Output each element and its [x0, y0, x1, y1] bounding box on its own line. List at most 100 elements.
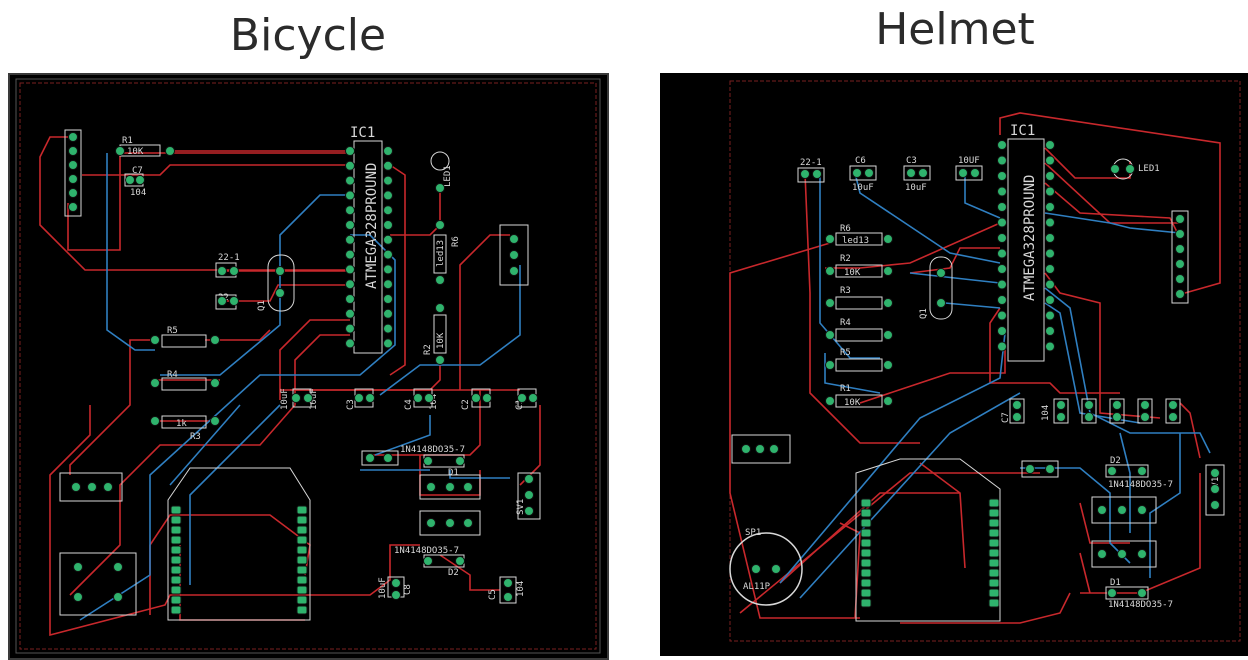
helmet-bluetooth-module — [855, 458, 1001, 622]
bicycle-header-pad — [68, 174, 78, 184]
helmet-header-pad — [1175, 229, 1185, 239]
helmet-c3-label: C3 — [906, 156, 917, 166]
helmet-r5-label: R5 — [840, 348, 851, 358]
bicycle-c5 — [499, 576, 517, 604]
helmet-component-pad — [1084, 412, 1094, 422]
bicycle-module-pad — [170, 555, 182, 565]
helmet-ic1-pad — [1045, 341, 1055, 352]
helmet-module-pad — [860, 518, 872, 528]
bicycle-c7-value: 104 — [130, 188, 146, 198]
bicycle-component-pad — [463, 482, 473, 492]
helmet-q1-label: Q1 — [919, 308, 929, 319]
helmet-c3-value: 10uF — [905, 183, 927, 193]
helmet-ic1-pad — [1045, 217, 1055, 228]
helmet-sp1-label: SP1 — [745, 528, 761, 538]
bicycle-c5-value: 104 — [516, 581, 526, 597]
helmet-component-pad — [751, 564, 761, 574]
bicycle-header-pad — [68, 202, 78, 212]
bicycle-component-pad — [217, 266, 227, 276]
bicycle-component-pad — [435, 303, 445, 313]
helmet-ic1-pad — [1045, 140, 1055, 150]
bicycle-led1-label: LED1 — [443, 165, 453, 187]
bicycle-ic1-pad — [383, 146, 393, 156]
bicycle-r4-label: R4 — [167, 370, 178, 380]
bicycle-module-pad — [170, 585, 182, 595]
bicycle-c8-value: 10uF — [378, 577, 388, 599]
bicycle-component-pad — [435, 183, 445, 193]
helmet-component-pad — [1012, 412, 1022, 422]
helmet-c-row-2 — [1081, 398, 1097, 424]
helmet-c-row-4 — [1137, 398, 1153, 424]
helmet-ic1-pad — [997, 310, 1007, 321]
bicycle-ic1-pad — [383, 294, 393, 304]
bicycle-component-pad — [524, 506, 534, 516]
helmet-r6-value: led13 — [842, 236, 869, 246]
helmet-led1-label: LED1 — [1138, 164, 1160, 174]
bicycle-d1-label: D1 — [448, 468, 459, 478]
bicycle-ic1-pad — [383, 279, 393, 290]
bicycle-module-pad — [296, 585, 308, 595]
bicycle-module-pad — [296, 565, 308, 575]
helmet-component-pad — [1117, 505, 1127, 515]
helmet-ic1-pad — [997, 295, 1007, 305]
helmet-module-pad — [988, 528, 1000, 538]
bicycle-ic1-pad — [345, 234, 355, 245]
bicycle-r1-label: R1 — [122, 136, 133, 146]
bicycle-ic1-pad — [383, 338, 393, 349]
bicycle-c4-value: 104 — [429, 394, 439, 410]
bicycle-component-pad — [115, 146, 125, 156]
bicycle-component-pad — [275, 266, 285, 276]
helmet-c7 — [1009, 398, 1025, 424]
helmet-module-pad — [988, 508, 1000, 518]
bicycle-module-pad — [170, 595, 182, 605]
helmet-component-pad — [1107, 466, 1117, 476]
helmet-component-pad — [1112, 400, 1122, 410]
bicycle-header-pad — [68, 160, 78, 170]
bicycle-header-pad — [68, 146, 78, 156]
helmet-component-pad — [741, 444, 751, 454]
helmet-component-pad — [1110, 164, 1120, 174]
bicycle-component-pad — [73, 592, 83, 602]
bicycle-r3-value: 1k — [176, 419, 187, 429]
helmet-component-pad — [970, 168, 980, 178]
helmet-module-pad — [860, 538, 872, 548]
bicycle-component-pad — [210, 335, 220, 345]
helmet-module-pad — [988, 568, 1000, 578]
helmet-c7-label: C7 — [1001, 412, 1011, 423]
bicycle-component-pad — [103, 482, 113, 492]
bicycle-sv1-label: SV1 — [516, 499, 526, 515]
bicycle-c22-1-label: 22-1 — [218, 253, 240, 263]
bicycle-component-pad — [291, 393, 301, 403]
helmet-component-pad — [1140, 412, 1150, 422]
helmet-ic1-pad — [997, 155, 1007, 166]
bicycle-module-pad — [170, 535, 182, 545]
helmet-component-pad — [1025, 464, 1035, 474]
bicycle-regulator-u1 — [419, 474, 481, 500]
bicycle-title: Bicycle — [229, 10, 387, 61]
helmet-component-pad — [883, 298, 893, 308]
bicycle-component-pad — [303, 393, 313, 403]
helmet-component-pad — [883, 234, 893, 244]
helmet-buzzer-part: AL11P — [743, 582, 771, 592]
bicycle-r2-value: 10K — [436, 332, 446, 349]
bicycle-component-pad — [391, 578, 401, 588]
helmet-ic1-pad — [997, 202, 1007, 212]
bicycle-component-pad — [71, 482, 81, 492]
bicycle-module-pad — [296, 575, 308, 585]
bicycle-ic1-pad — [383, 160, 393, 171]
bicycle-pcb-board: IC1 ATMEGA328PROUND R1 10K C7 104 LED1 l… — [8, 73, 609, 660]
helmet-ic1-pad — [997, 326, 1007, 336]
helmet-component-pad — [1045, 464, 1055, 474]
helmet-component-pad — [1097, 505, 1107, 515]
helmet-r4-label: R4 — [840, 318, 851, 328]
bicycle-regulator-u2 — [419, 510, 481, 536]
helmet-c6-label: C6 — [855, 156, 866, 166]
helmet-c6-value: 10uF — [852, 183, 874, 193]
bicycle-r5-label: R5 — [167, 326, 178, 336]
bicycle-bottom-traces — [79, 153, 521, 621]
bicycle-r5 — [161, 334, 207, 348]
bicycle-pcb-svg: IC1 ATMEGA328PROUND R1 10K C7 104 LED1 l… — [15, 78, 601, 654]
helmet-module-pad — [988, 538, 1000, 548]
bicycle-component-pad — [445, 518, 455, 528]
helmet-component-pad — [1084, 400, 1094, 410]
